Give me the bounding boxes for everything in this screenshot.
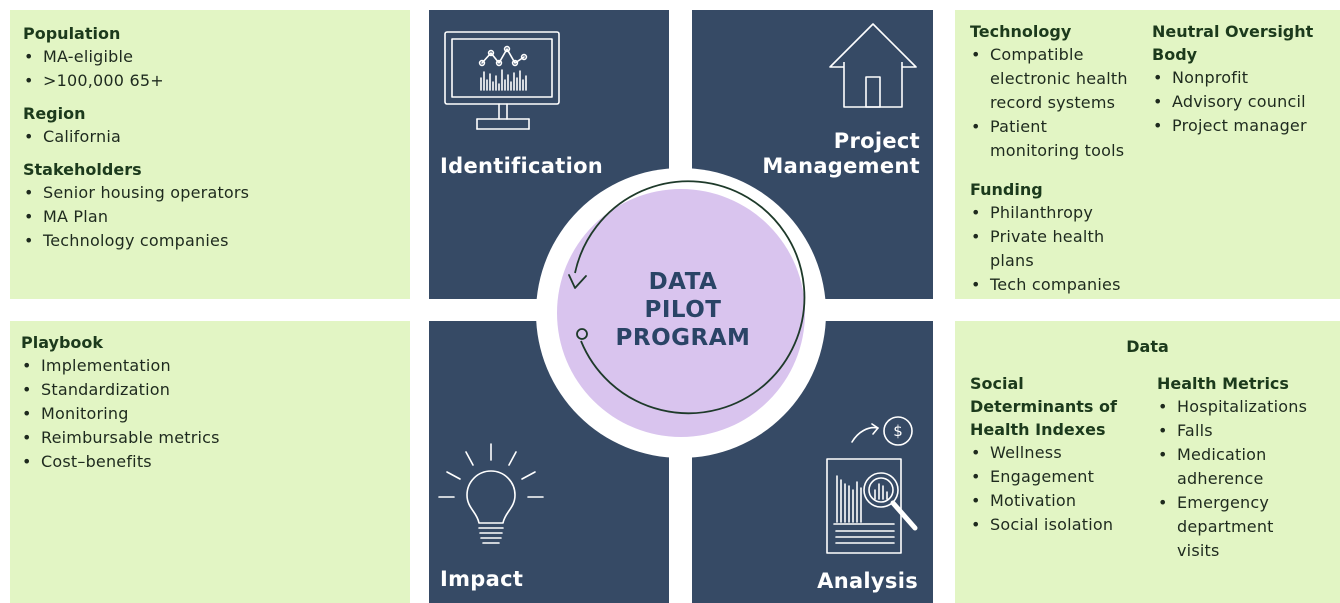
list-item: Hospitalizations: [1157, 395, 1337, 419]
oversight-title: Neutral Oversight Body: [1152, 20, 1337, 66]
list-item-line: visits: [1177, 541, 1220, 560]
list-item: Medication adherence: [1157, 443, 1337, 491]
list-item: Private health plans: [970, 225, 1150, 273]
list-item: Monitoring: [21, 402, 410, 426]
center-title-line3: PROGRAM: [615, 325, 751, 351]
stakeholders-list: Senior housing operators MA Plan Technol…: [23, 181, 410, 253]
list-item: Reimbursable metrics: [21, 426, 410, 450]
playbook-list: Implementation Standardization Monitorin…: [21, 354, 410, 474]
dollar-icon: $: [893, 422, 903, 440]
center-circle: [536, 168, 826, 458]
sdoh-title-line1: Social: [970, 374, 1024, 393]
center-title-line1: DATA: [648, 269, 718, 295]
list-item: Cost–benefits: [21, 450, 410, 474]
region-list: California: [23, 125, 410, 149]
list-item: Standardization: [21, 378, 410, 402]
population-title: Population: [23, 24, 121, 43]
panel-data: Data Social Determinants of Health Index…: [955, 321, 1340, 603]
population-list: MA-eligible >100,000 65+: [23, 45, 410, 93]
technology-list: Compatible electronic health record syst…: [970, 43, 1150, 163]
project-management-label-line1: Project: [833, 129, 920, 153]
funding-list: Philanthropy Private health plans Tech c…: [970, 201, 1150, 297]
list-item-line: Tech companies: [990, 275, 1121, 294]
list-item: Motivation: [970, 489, 1150, 513]
cycle-arrow: [574, 180, 806, 415]
list-item: Advisory council: [1152, 90, 1337, 114]
monitor-chart-icon: [444, 31, 560, 130]
list-item-line: department: [1177, 517, 1274, 536]
sdoh-title: Social Determinants of Health Indexes: [970, 372, 1150, 441]
stakeholders-title: Stakeholders: [23, 160, 142, 179]
list-item-line: electronic health: [990, 69, 1128, 88]
list-item: Philanthropy: [970, 201, 1150, 225]
list-item: Senior housing operators: [23, 181, 410, 205]
list-item-line: Hospitalizations: [1177, 397, 1308, 416]
project-management-label-line2: Management: [762, 154, 920, 178]
list-item: >100,000 65+: [23, 69, 410, 93]
oversight-title-line1: Neutral Oversight: [1152, 22, 1314, 41]
health-metrics-list: Hospitalizations Falls Medication adhere…: [1157, 395, 1337, 563]
identification-label: Identification: [440, 154, 604, 178]
list-item: Social isolation: [970, 513, 1150, 537]
playbook-title: Playbook: [21, 333, 104, 352]
impact-label: Impact: [440, 567, 524, 591]
list-item-line: monitoring tools: [990, 141, 1125, 160]
funding-title: Funding: [970, 180, 1043, 199]
list-item: MA Plan: [23, 205, 410, 229]
sdoh-title-line3: Health Indexes: [970, 420, 1106, 439]
list-item: Tech companies: [970, 273, 1150, 297]
list-item: Patient monitoring tools: [970, 115, 1150, 163]
list-item: Technology companies: [23, 229, 410, 253]
panel-population-region-stakeholders: Population MA-eligible >100,000 65+ Regi…: [10, 10, 410, 299]
cycle-arrow-tail-icon: [576, 328, 588, 340]
list-item-line: Falls: [1177, 421, 1213, 440]
list-item-line: Compatible: [990, 45, 1084, 64]
list-item-line: record systems: [990, 93, 1116, 112]
list-item-line: Medication: [1177, 445, 1267, 464]
list-item-line: Emergency: [1177, 493, 1270, 512]
sdoh-list: Wellness Engagement Motivation Social is…: [970, 441, 1150, 537]
analysis-label: Analysis: [817, 569, 918, 593]
list-item: Compatible electronic health record syst…: [970, 43, 1150, 115]
cycle-arrow-head-icon: [568, 274, 587, 289]
report-magnifier-icon: $: [826, 416, 918, 554]
list-item-line: Philanthropy: [990, 203, 1094, 222]
list-item-line: adherence: [1177, 469, 1264, 488]
list-item: Falls: [1157, 419, 1337, 443]
center-fill: [557, 189, 805, 437]
panel-playbook: Playbook Implementation Standardization …: [10, 321, 410, 603]
lightbulb-icon: [438, 443, 544, 544]
center-title: DATA PILOT PROGRAM: [578, 268, 788, 352]
health-metrics-title: Health Metrics: [1157, 374, 1289, 393]
list-item: Project manager: [1152, 114, 1337, 138]
list-item: MA-eligible: [23, 45, 410, 69]
center-title-line2: PILOT: [644, 297, 722, 323]
list-item: Wellness: [970, 441, 1150, 465]
list-item-line: plans: [990, 251, 1034, 270]
list-item-line: Private health: [990, 227, 1105, 246]
project-management-label: Project Management: [760, 129, 920, 179]
list-item: Implementation: [21, 354, 410, 378]
list-item: California: [23, 125, 410, 149]
oversight-list: Nonprofit Advisory council Project manag…: [1152, 66, 1337, 138]
house-icon: [829, 23, 917, 108]
region-title: Region: [23, 104, 86, 123]
data-title: Data: [1126, 337, 1169, 356]
technology-title: Technology: [970, 22, 1072, 41]
oversight-title-line2: Body: [1152, 45, 1198, 64]
sdoh-title-line2: Determinants of: [970, 397, 1117, 416]
list-item: Nonprofit: [1152, 66, 1337, 90]
panel-technology-oversight-funding: Technology Compatible electronic health …: [955, 10, 1340, 299]
list-item-line: Patient: [990, 117, 1048, 136]
list-item: Engagement: [970, 465, 1150, 489]
list-item: Emergency department visits: [1157, 491, 1337, 563]
